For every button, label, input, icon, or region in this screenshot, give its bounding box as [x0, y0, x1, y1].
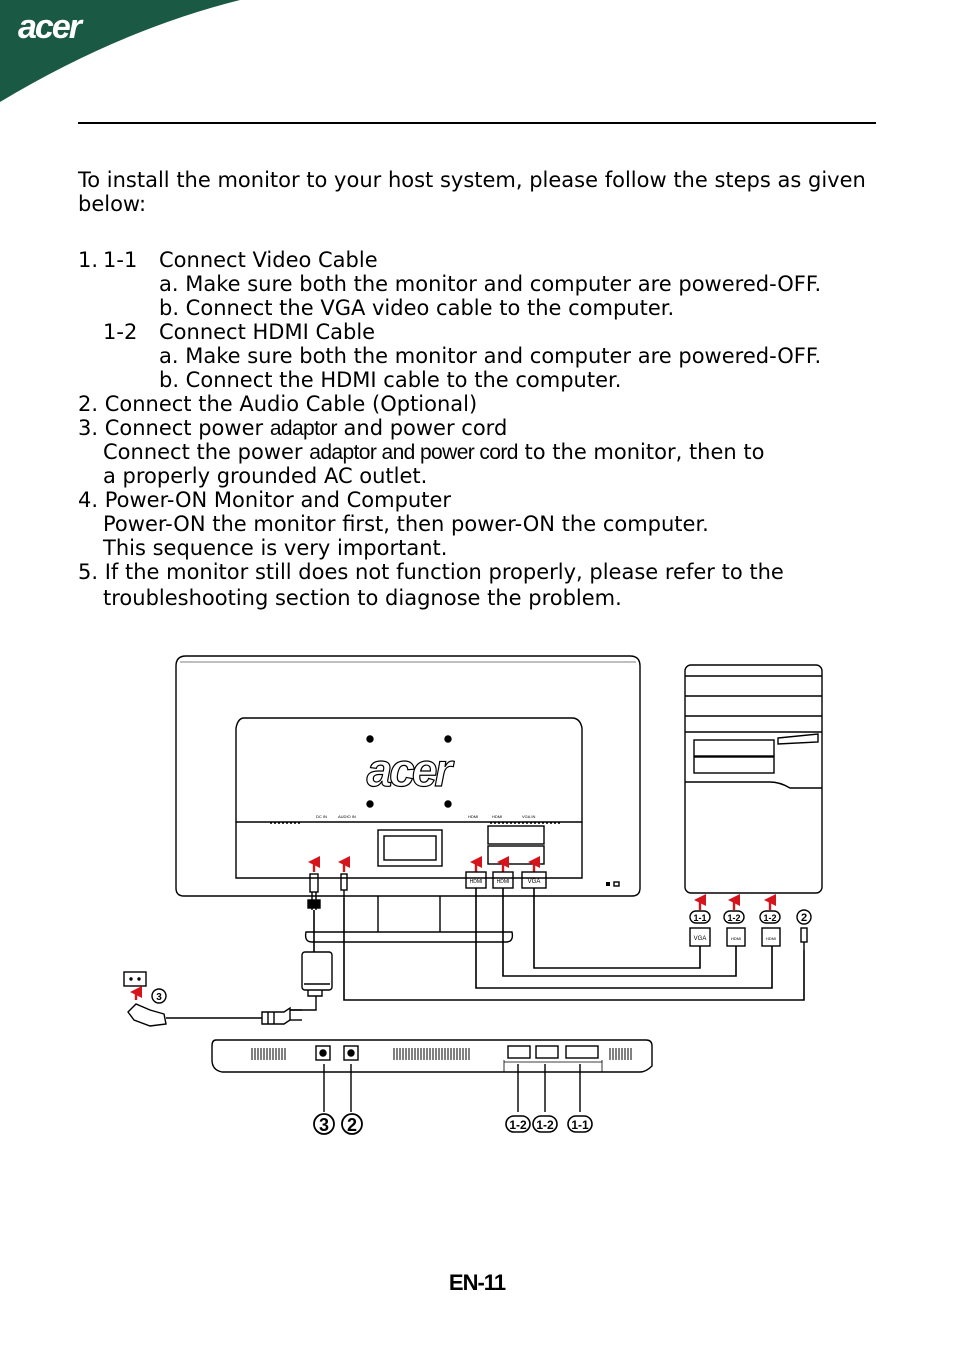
connector-label: VGA [528, 879, 541, 885]
callout-label: 1-2 [536, 1118, 554, 1132]
power-adapter [261, 951, 333, 1025]
intro-line: To install the monitor to your host syst… [78, 168, 866, 192]
step-1-2-b: b. Connect the HDMI cable to the compute… [159, 368, 622, 392]
computer-tower [684, 664, 823, 894]
step-5: 5. If the monitor still does not functio… [78, 560, 784, 584]
step-3-text: 3. Connect power [78, 416, 270, 440]
monitor-acer-logo: acer [367, 744, 455, 796]
step-1-1-b: b. Connect the VGA video cable to the co… [159, 296, 675, 320]
step-1-2-number: 1-2 [103, 320, 138, 344]
callout-label: 1-2 [727, 913, 740, 923]
step-3: 3. Connect power adaptor and power cord [78, 416, 507, 441]
step-3-term: adaptor [269, 417, 338, 440]
step-3-line-2: Connect the power adaptor and power cord… [103, 440, 764, 465]
pc-connector-label: VGA [694, 936, 707, 942]
callout-label: 1-2 [509, 1118, 527, 1132]
callout-label: 3 [319, 1115, 329, 1135]
monitor-arrows [308, 856, 540, 872]
step-3-l2-text-end: to the monitor, then to [517, 440, 765, 464]
callout-label: 1-1 [693, 913, 706, 923]
step-3-line-3: a properly grounded AC outlet. [103, 464, 428, 488]
callout-3-power: 3 [151, 988, 167, 1004]
wall-outlet [123, 971, 167, 1027]
pc-connector-label: HDMI [731, 936, 741, 941]
port-label: HDMI [492, 814, 502, 819]
monitor-bottom-view [211, 1039, 653, 1112]
callout-label: 1-1 [571, 1118, 589, 1132]
step-1-2-title: Connect HDMI Cable [159, 320, 376, 344]
intro-line: below: [78, 192, 147, 216]
step-4-line-2: Power-ON the monitor first, then power-O… [103, 512, 709, 536]
bottom-callouts: 3 2 1-2 1-2 1-1 [313, 1113, 593, 1135]
step-1-1-a: a. Make sure both the monitor and comput… [159, 272, 822, 296]
callout-label: 3 [156, 992, 162, 1003]
step-2: 2. Connect the Audio Cable (Optional) [78, 392, 478, 416]
step-4: 4. Power-ON Monitor and Computer [78, 488, 452, 512]
pc-connector-label: HDMI [766, 936, 776, 941]
pc-connectors: VGA HDMI HDMI [689, 927, 808, 950]
page-number: EN-11 [448, 1270, 506, 1295]
callout-label: 2 [347, 1115, 357, 1135]
connector-label: HDMI [470, 879, 483, 885]
port-label: AUDIO IN [338, 814, 356, 819]
header-band: acer [0, 0, 240, 102]
step-1-1-number: 1-1 [103, 248, 138, 272]
intro-paragraph: To install the monitor to your host syst… [78, 168, 888, 216]
step-5-line-2: troubleshooting section to diagnose the … [103, 586, 622, 610]
step-3-l2-text: Connect the power [103, 440, 310, 464]
cables [166, 888, 805, 1019]
pc-arrows [694, 894, 776, 910]
step-1-1-title: Connect Video Cable [159, 248, 378, 272]
port-label: HDMI [468, 814, 478, 819]
acer-logo: acer [18, 8, 84, 46]
step-1-number: 1. [78, 248, 99, 272]
pc-callouts: 1-1 1-2 1-2 2 [689, 909, 812, 925]
step-3-l2-term: adaptor and power cord [309, 441, 518, 464]
monitor-stand [304, 896, 514, 943]
connection-diagram: acer DC IN AUDIO IN HDMI HDMI VGA IN [123, 655, 823, 1135]
port-label: DC IN [316, 814, 327, 819]
monitor-rear: acer DC IN AUDIO IN HDMI HDMI VGA IN [175, 655, 641, 897]
connector-label: HDMI [497, 879, 510, 885]
step-3-text-end: and power cord [336, 416, 508, 440]
callout-label: 2 [801, 912, 807, 924]
header-rule [78, 122, 876, 124]
callout-label: 1-2 [763, 913, 776, 923]
step-1-2-a: a. Make sure both the monitor and comput… [159, 344, 822, 368]
port-label: VGA IN [522, 814, 535, 819]
step-4-line-3: This sequence is very important. [103, 536, 448, 560]
